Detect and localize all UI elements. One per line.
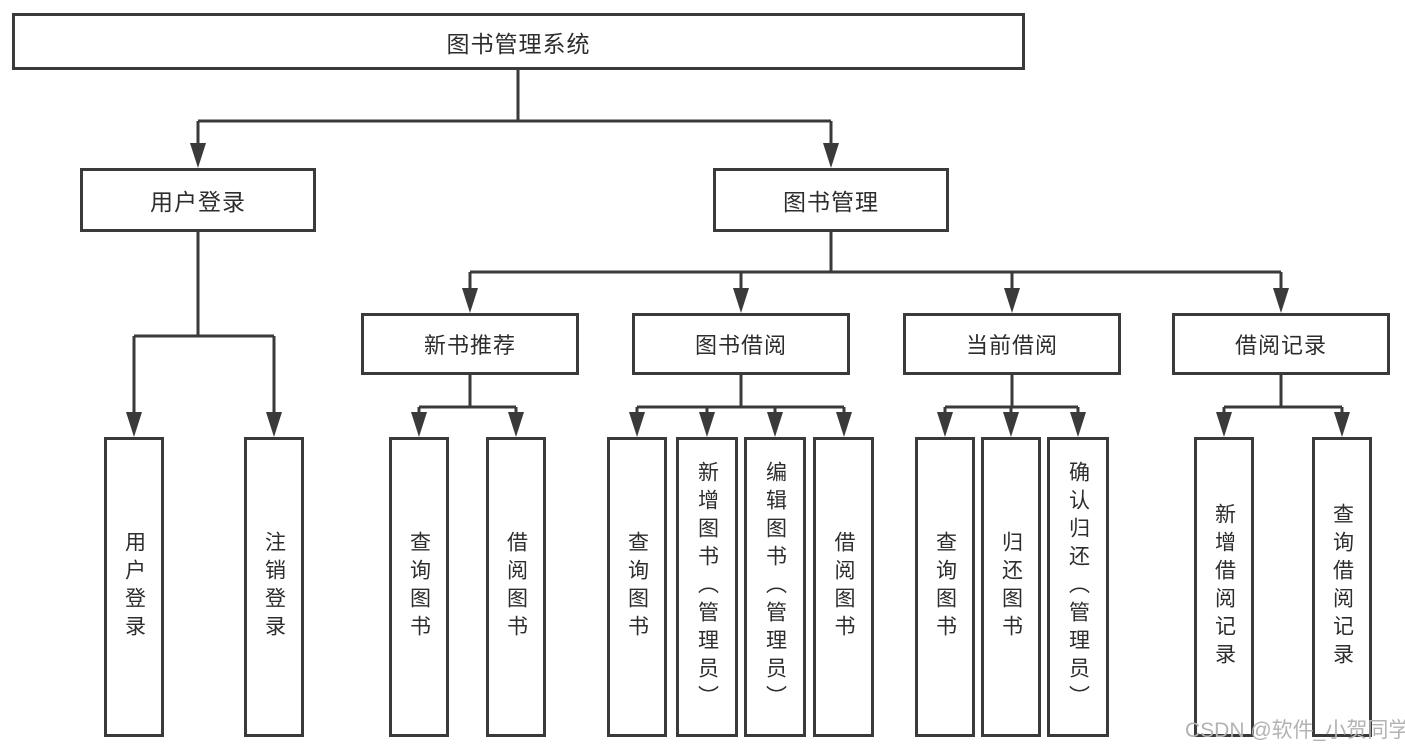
node-label: 借阅记录 xyxy=(1234,333,1327,358)
connector-current-borrowing xyxy=(937,375,1086,437)
leaf-recommend-query-book: 查询图书 xyxy=(389,437,449,737)
node-label: 新增借阅记录 xyxy=(1212,503,1236,671)
node-borrow-records: 借阅记录 xyxy=(1172,313,1390,375)
node-label: 用户登录 xyxy=(150,189,246,215)
node-label: 确认归还（管理员） xyxy=(1066,461,1090,713)
arrowhead-icon xyxy=(1273,288,1289,313)
node-label: 查询图书 xyxy=(407,531,431,643)
connector-borrow-records xyxy=(1216,375,1350,437)
node-label: 借阅图书 xyxy=(504,531,528,643)
leaf-borrowing-edit-book: 编辑图书（管理员） xyxy=(744,437,806,737)
connector-user-login xyxy=(126,232,282,437)
node-current-borrowing: 当前借阅 xyxy=(903,313,1121,375)
node-label: 图书管理系统 xyxy=(446,30,591,57)
connector-book-borrowing xyxy=(629,375,852,437)
arrowhead-icon xyxy=(767,412,783,437)
node-library-system: 图书管理系统 xyxy=(12,13,1025,70)
leaf-current-query-book: 查询图书 xyxy=(915,437,975,737)
leaf-current-confirm-return: 确认归还（管理员） xyxy=(1047,437,1109,737)
leaf-user-login: 用户登录 xyxy=(104,437,164,737)
connector-new-book-recommend xyxy=(411,375,524,437)
leaf-borrowing-add-book: 新增图书（管理员） xyxy=(676,437,738,737)
arrowhead-icon xyxy=(462,288,478,313)
node-label: 查询图书 xyxy=(625,531,649,643)
arrowhead-icon xyxy=(699,412,715,437)
arrowhead-icon xyxy=(266,412,282,437)
arrowhead-icon xyxy=(190,143,206,168)
arrowhead-icon xyxy=(1216,412,1232,437)
arrowhead-icon xyxy=(126,412,142,437)
node-label: 查询图书 xyxy=(933,531,957,643)
arrowhead-icon xyxy=(629,412,645,437)
node-label: 当前借阅 xyxy=(965,333,1058,358)
node-book-borrowing: 图书借阅 xyxy=(632,313,850,375)
arrowhead-icon xyxy=(823,143,839,168)
node-label: 图书管理 xyxy=(783,189,879,215)
arrowhead-icon xyxy=(937,412,953,437)
node-label: 归还图书 xyxy=(999,531,1023,643)
node-label: 编辑图书（管理员） xyxy=(763,461,787,713)
leaf-recommend-borrow-book: 借阅图书 xyxy=(486,437,546,737)
leaf-current-return-book: 归还图书 xyxy=(981,437,1041,737)
node-label: 查询借阅记录 xyxy=(1330,503,1354,671)
node-label: 借阅图书 xyxy=(832,531,855,643)
node-label: 新书推荐 xyxy=(423,333,516,358)
node-new-book-recommend: 新书推荐 xyxy=(361,313,579,375)
arrowhead-icon xyxy=(508,412,524,437)
csdn-watermark: CSDN @软件_小贺同学 xyxy=(1185,719,1405,742)
arrowhead-icon xyxy=(1003,412,1019,437)
connector-book-management xyxy=(462,232,1289,313)
arrowhead-icon xyxy=(1070,412,1086,437)
arrowhead-icon xyxy=(1004,288,1020,313)
node-label: 用户登录 xyxy=(122,531,146,643)
node-user-login: 用户登录 xyxy=(80,168,316,232)
arrowhead-icon xyxy=(411,412,427,437)
leaf-borrowing-query-book: 查询图书 xyxy=(607,437,667,737)
node-book-management: 图书管理 xyxy=(713,168,949,232)
arrowhead-icon xyxy=(733,288,749,313)
arrowhead-icon xyxy=(1334,412,1350,437)
node-label: 新增图书（管理员） xyxy=(695,461,719,713)
node-label: 注销登录 xyxy=(262,531,286,643)
arrowhead-icon xyxy=(836,412,852,437)
leaf-borrowing-borrow-book: 借阅图书 xyxy=(813,437,874,737)
connector-root xyxy=(190,70,839,168)
leaf-logout-login: 注销登录 xyxy=(244,437,304,737)
leaf-records-add-record: 新增借阅记录 xyxy=(1194,437,1254,737)
leaf-records-query-record: 查询借阅记录 xyxy=(1312,437,1372,737)
node-label: 图书借阅 xyxy=(694,333,787,358)
